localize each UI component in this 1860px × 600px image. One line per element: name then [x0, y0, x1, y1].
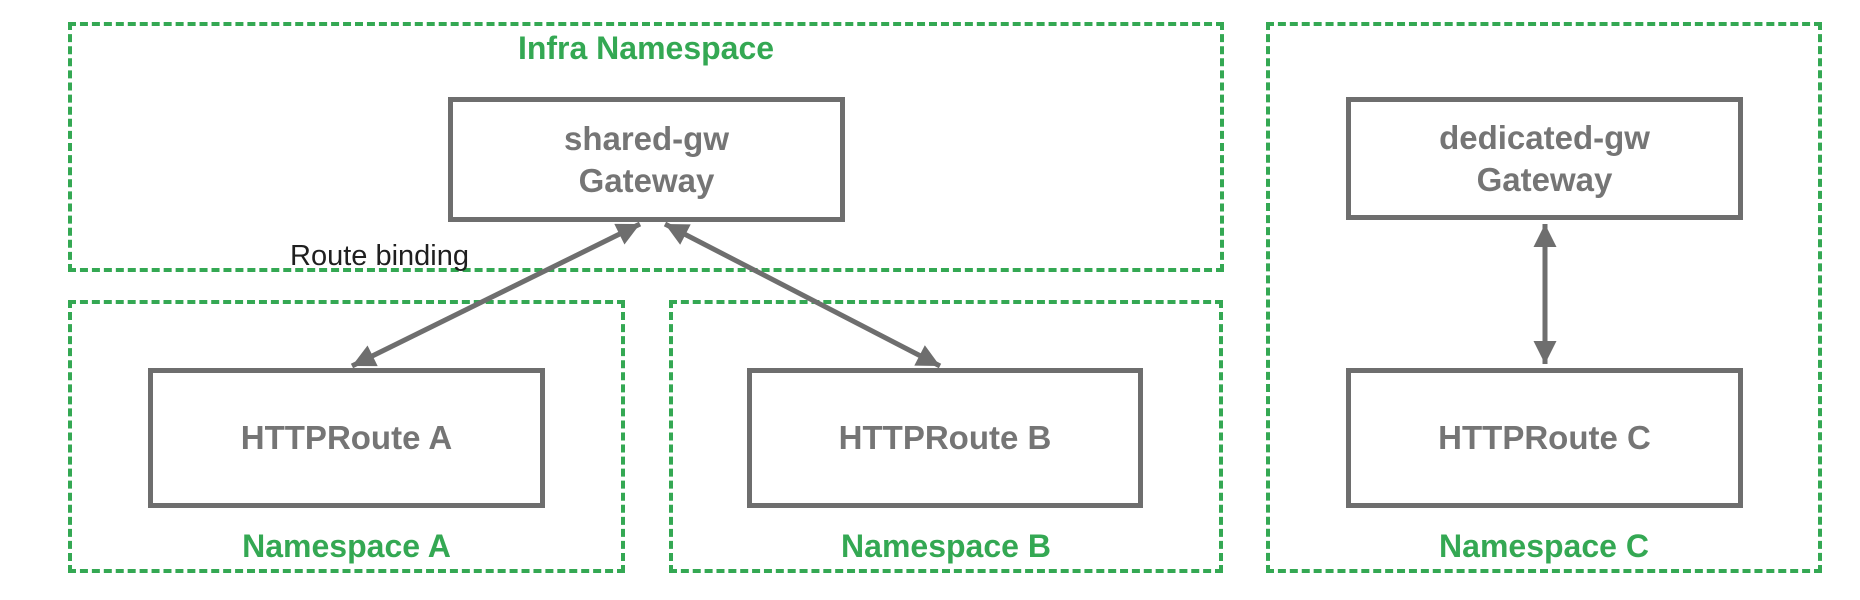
- node-dedicated-gw-gateway-label: dedicated-gw Gateway: [1439, 118, 1650, 198]
- route-binding-annotation: Route binding: [290, 240, 469, 272]
- node-httproute-c: HTTPRoute C: [1346, 368, 1743, 508]
- node-httproute-a-label: HTTPRoute A: [240, 419, 453, 457]
- node-httproute-b-label: HTTPRoute B: [838, 419, 1052, 457]
- namespace-b-label: Namespace B: [841, 527, 1051, 564]
- node-httproute-a: HTTPRoute A: [148, 368, 545, 508]
- node-dedicated-gw-gateway: dedicated-gw Gateway: [1346, 97, 1743, 220]
- namespace-c-label: Namespace C: [1439, 527, 1649, 564]
- namespace-infra: Infra Namespace: [68, 22, 1224, 272]
- namespace-infra-label: Infra Namespace: [517, 30, 775, 66]
- namespace-a-label: Namespace A: [242, 527, 451, 564]
- node-shared-gw-gateway: shared-gw Gateway: [448, 97, 845, 222]
- node-httproute-b: HTTPRoute B: [747, 368, 1143, 508]
- node-shared-gw-gateway-label: shared-gw Gateway: [563, 119, 730, 199]
- namespace-c: Namespace C: [1266, 22, 1822, 573]
- namespace-b: Namespace B: [669, 300, 1223, 573]
- namespace-a: Namespace A: [68, 300, 625, 573]
- node-httproute-c-label: HTTPRoute C: [1438, 419, 1651, 457]
